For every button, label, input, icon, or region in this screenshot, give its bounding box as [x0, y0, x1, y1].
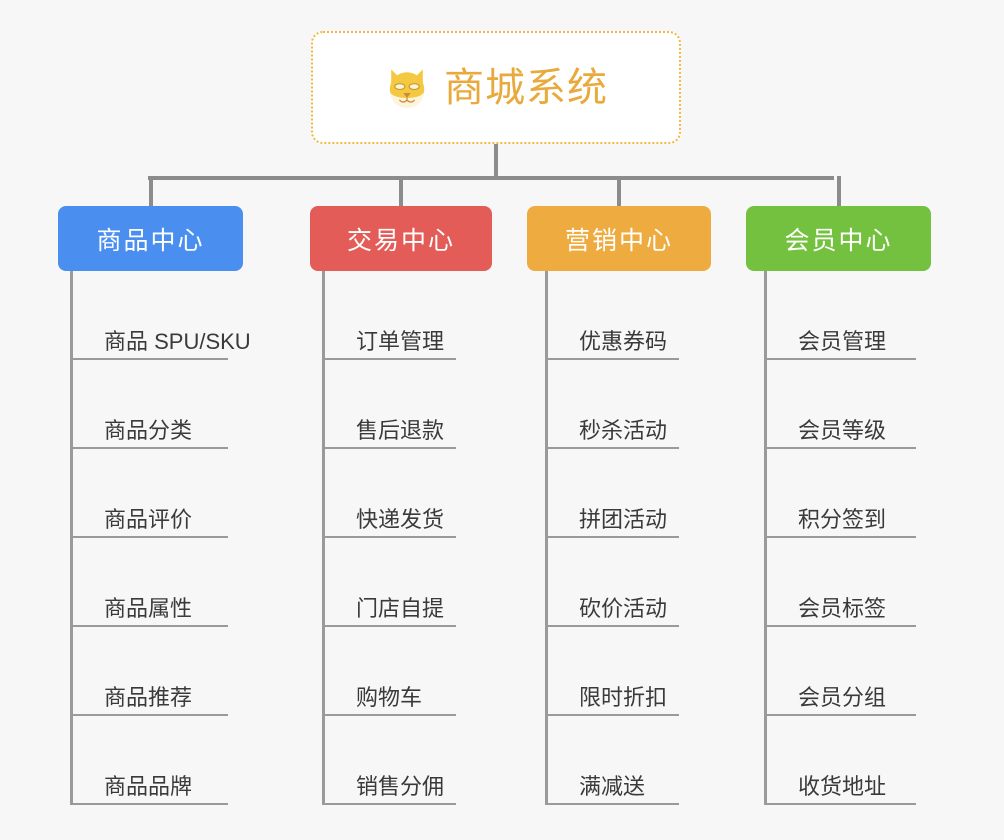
leaf-item[interactable]: 会员分组	[764, 627, 916, 716]
leaf-item-label: 满减送	[579, 774, 646, 799]
leaf-item-label: 快递发货	[356, 507, 445, 532]
leaf-item-label: 限时折扣	[579, 685, 668, 710]
category-label: 营销中心	[564, 226, 673, 255]
leaf-item-label: 优惠券码	[579, 329, 668, 354]
connector-root-stem	[494, 144, 498, 178]
leaf-item-label: 商品品牌	[104, 774, 193, 799]
leaf-item[interactable]: 积分签到	[764, 449, 916, 538]
leaf-item[interactable]: 会员管理	[764, 271, 916, 360]
connector-drop-0	[148, 176, 153, 210]
leaf-item[interactable]: 销售分佣	[322, 716, 456, 805]
leaf-item[interactable]: 快递发货	[322, 449, 456, 538]
leaf-item[interactable]: 满减送	[545, 716, 679, 805]
leaf-item[interactable]: 订单管理	[322, 271, 456, 360]
leaf-trunk-line	[545, 271, 548, 805]
leaf-item[interactable]: 售后退款	[322, 360, 456, 449]
leaf-item-label: 销售分佣	[356, 774, 445, 799]
leaf-item-label: 砍价活动	[579, 596, 668, 621]
leaf-item[interactable]: 购物车	[322, 627, 456, 716]
leaf-item-label: 积分签到	[798, 507, 887, 532]
leaf-trunk-line	[70, 271, 73, 805]
leaf-item-label: 售后退款	[356, 418, 445, 443]
category-label: 会员中心	[784, 226, 893, 255]
leaf-item[interactable]: 砍价活动	[545, 538, 679, 627]
leaf-item-label: 拼团活动	[579, 507, 668, 532]
leaf-item[interactable]: 商品评价	[70, 449, 228, 538]
leaf-item[interactable]: 商品分类	[70, 360, 228, 449]
leaf-trunk-line	[764, 271, 767, 805]
leaf-item[interactable]: 会员标签	[764, 538, 916, 627]
category-label: 商品中心	[96, 226, 205, 255]
category-box-3[interactable]: 会员中心	[746, 206, 931, 271]
leaf-column-1: 订单管理售后退款快递发货门店自提购物车销售分佣	[322, 271, 476, 805]
leaf-item-label: 商品分类	[104, 418, 193, 443]
leaf-item[interactable]: 拼团活动	[545, 449, 679, 538]
shiba-dog-face-icon	[389, 68, 425, 108]
connector-drop-3	[836, 176, 841, 210]
leaf-item-label: 会员管理	[798, 329, 887, 354]
category-box-2[interactable]: 营销中心	[527, 206, 711, 271]
leaf-item-label: 商品推荐	[104, 685, 193, 710]
connector-drop-2	[617, 176, 621, 210]
connector-drop-1	[399, 176, 403, 210]
root-node[interactable]: 商城系统	[311, 31, 681, 144]
leaf-item[interactable]: 商品推荐	[70, 627, 228, 716]
leaf-item-label: 收货地址	[798, 774, 887, 799]
leaf-item-label: 商品属性	[104, 596, 193, 621]
leaf-item[interactable]: 门店自提	[322, 538, 456, 627]
leaf-item-label: 会员标签	[798, 596, 887, 621]
category-box-1[interactable]: 交易中心	[310, 206, 492, 271]
leaf-item-label: 订单管理	[356, 329, 445, 354]
leaf-item-label: 秒杀活动	[579, 418, 668, 443]
leaf-item-label: 门店自提	[356, 596, 445, 621]
leaf-column-3: 会员管理会员等级积分签到会员标签会员分组收货地址	[764, 271, 936, 805]
leaf-trunk-line	[322, 271, 325, 805]
leaf-item-label: 购物车	[356, 685, 423, 710]
leaf-item[interactable]: 收货地址	[764, 716, 916, 805]
root-title: 商城系统	[444, 65, 608, 110]
category-label: 交易中心	[346, 226, 455, 255]
leaf-item[interactable]: 商品 SPU/SKU	[70, 271, 251, 360]
leaf-item-label: 商品评价	[104, 507, 193, 532]
leaf-item[interactable]: 商品品牌	[70, 716, 228, 805]
category-box-0[interactable]: 商品中心	[58, 206, 243, 271]
leaf-item[interactable]: 限时折扣	[545, 627, 679, 716]
leaf-item[interactable]: 会员等级	[764, 360, 916, 449]
leaf-column-0: 商品 SPU/SKU 商品分类商品评价商品属性商品推荐商品品牌	[70, 271, 251, 805]
leaf-item[interactable]: 优惠券码	[545, 271, 679, 360]
leaf-column-2: 优惠券码秒杀活动拼团活动砍价活动限时折扣满减送	[545, 271, 699, 805]
connector-horizontal-bus	[148, 176, 834, 180]
leaf-item-label: 会员等级	[798, 418, 887, 443]
leaf-item-label: 会员分组	[798, 685, 887, 710]
leaf-item[interactable]: 秒杀活动	[545, 360, 679, 449]
leaf-item-label: 商品 SPU/SKU	[104, 329, 251, 354]
leaf-item[interactable]: 商品属性	[70, 538, 228, 627]
